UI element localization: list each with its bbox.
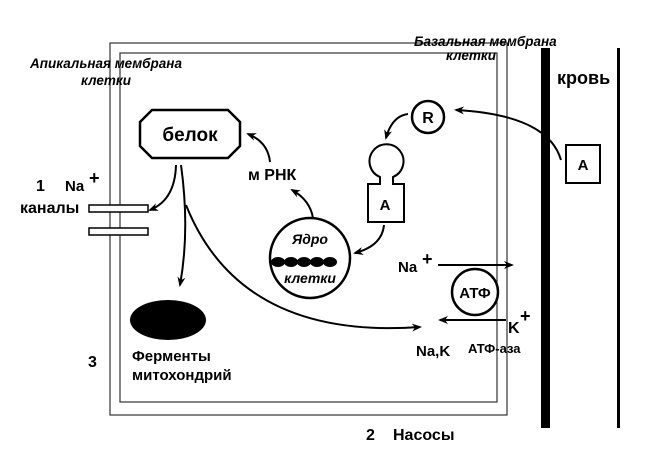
- nucleus-label: Ядро: [291, 231, 328, 247]
- mrna-label: м РНК: [248, 167, 297, 184]
- hormone-to-receptor-arrow: [454, 106, 562, 161]
- na-channel-lower: [88, 227, 149, 236]
- nucleus-label-2: клетки: [284, 270, 336, 286]
- channels-label: каналы: [20, 200, 79, 217]
- channels-number: 1: [36, 178, 45, 195]
- channels-ion-charge: +: [89, 168, 100, 188]
- pumps-number: 2: [366, 427, 375, 444]
- basal-membrane-label: Базальная мембрана: [414, 34, 557, 49]
- receptor-hormone-complex: [367, 143, 405, 223]
- blood-vessel-wall-thin: [617, 48, 620, 428]
- protein-to-channel-arrow: [148, 164, 177, 211]
- blood-hormone-label: A: [578, 157, 589, 174]
- pump-k-label: K: [508, 320, 520, 337]
- mrna-to-protein-arrow: [246, 133, 271, 163]
- enzymes-label-2: митохондрий: [132, 367, 232, 384]
- pump-nak-label: Na,K: [416, 343, 450, 360]
- complex-hormone-label: A: [380, 197, 391, 214]
- pump-k-charge: +: [520, 306, 531, 326]
- blood-hormone-box: [565, 144, 601, 184]
- protein-to-enzymes-arrow: [177, 164, 187, 287]
- enzymes-number: 3: [88, 354, 97, 371]
- nucleus: [268, 216, 352, 300]
- atp-circle: [450, 267, 500, 317]
- receptor-to-complex-arrow: [384, 113, 409, 140]
- mitochondrion: [130, 300, 206, 340]
- blood-vessel-wall-thick: [541, 48, 550, 428]
- atp-label: АТФ: [459, 285, 491, 302]
- pump-na-charge: +: [422, 249, 433, 269]
- pump-na-label: Na: [398, 259, 418, 276]
- apical-membrane-label-2: клетки: [81, 73, 132, 88]
- chromatin-beads: [271, 257, 337, 267]
- nucleus-to-mrna-arrow: [290, 189, 314, 219]
- channels-ion: Na: [65, 178, 85, 195]
- atpase-label: АТФ-аза: [468, 341, 521, 356]
- protein-box: [138, 108, 242, 160]
- enzymes-label: Ферменты: [132, 348, 211, 365]
- basal-membrane-label-2: клетки: [446, 48, 497, 63]
- apical-membrane-label: Апикальная мембрана: [29, 56, 182, 71]
- complex-to-nucleus-arrow: [353, 224, 385, 255]
- na-channel-upper: [88, 204, 149, 213]
- protein-label: белок: [162, 125, 218, 146]
- receptor-circle: [410, 99, 446, 135]
- blood-label: кровь: [557, 68, 610, 88]
- protein-to-pump-arrow: [185, 204, 422, 332]
- pumps-label: Насосы: [393, 427, 454, 444]
- receptor-label: R: [422, 110, 434, 127]
